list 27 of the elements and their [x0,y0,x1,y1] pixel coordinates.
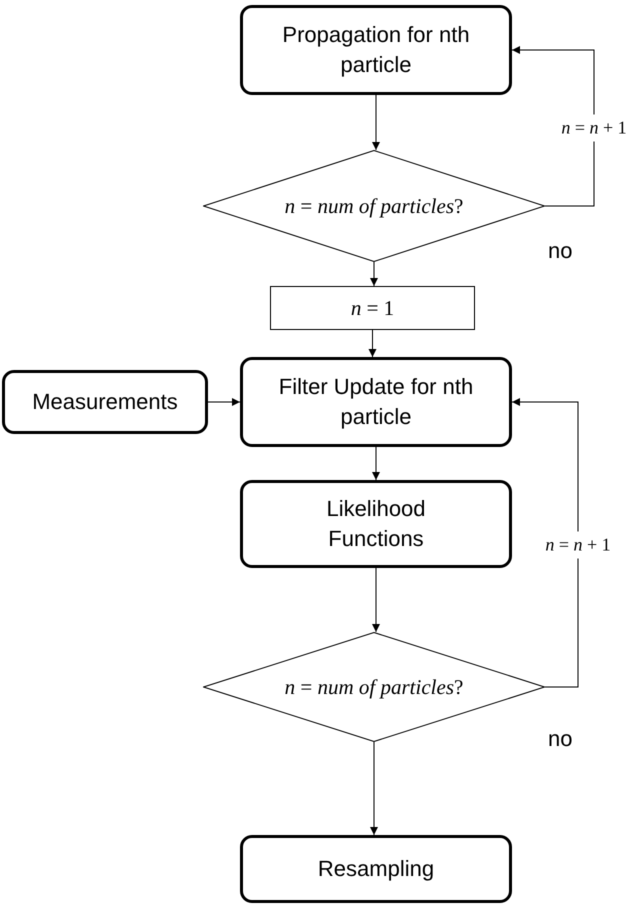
node-label: Resampling [316,854,436,883]
arrow [208,398,240,406]
process-box [240,835,512,903]
process-box [240,357,512,447]
branch-label: no [548,240,572,262]
arrow [370,262,378,286]
process-box [240,480,512,568]
arrow [370,742,378,836]
arrow [372,94,380,150]
process-box [240,5,512,95]
node-label: Propagation for nth particle [281,20,471,79]
arrow [372,446,380,480]
process-box [270,286,475,330]
arrow [368,330,376,358]
node-label: n = num of particles? [284,192,464,220]
arrow [512,46,594,206]
node-label: Likelihood Functions [325,494,427,553]
process-box [2,370,208,434]
arrow [512,398,578,688]
node-label: Filter Update for nth particle [278,372,474,431]
node-label: n = num of particles? [284,674,464,701]
node-label: Measurements [31,388,179,416]
arrow [372,568,380,632]
decision-diamond [203,150,545,262]
branch-label: no [548,728,572,750]
decision-diamond [203,632,545,742]
node-label: n = 1 [350,294,396,322]
